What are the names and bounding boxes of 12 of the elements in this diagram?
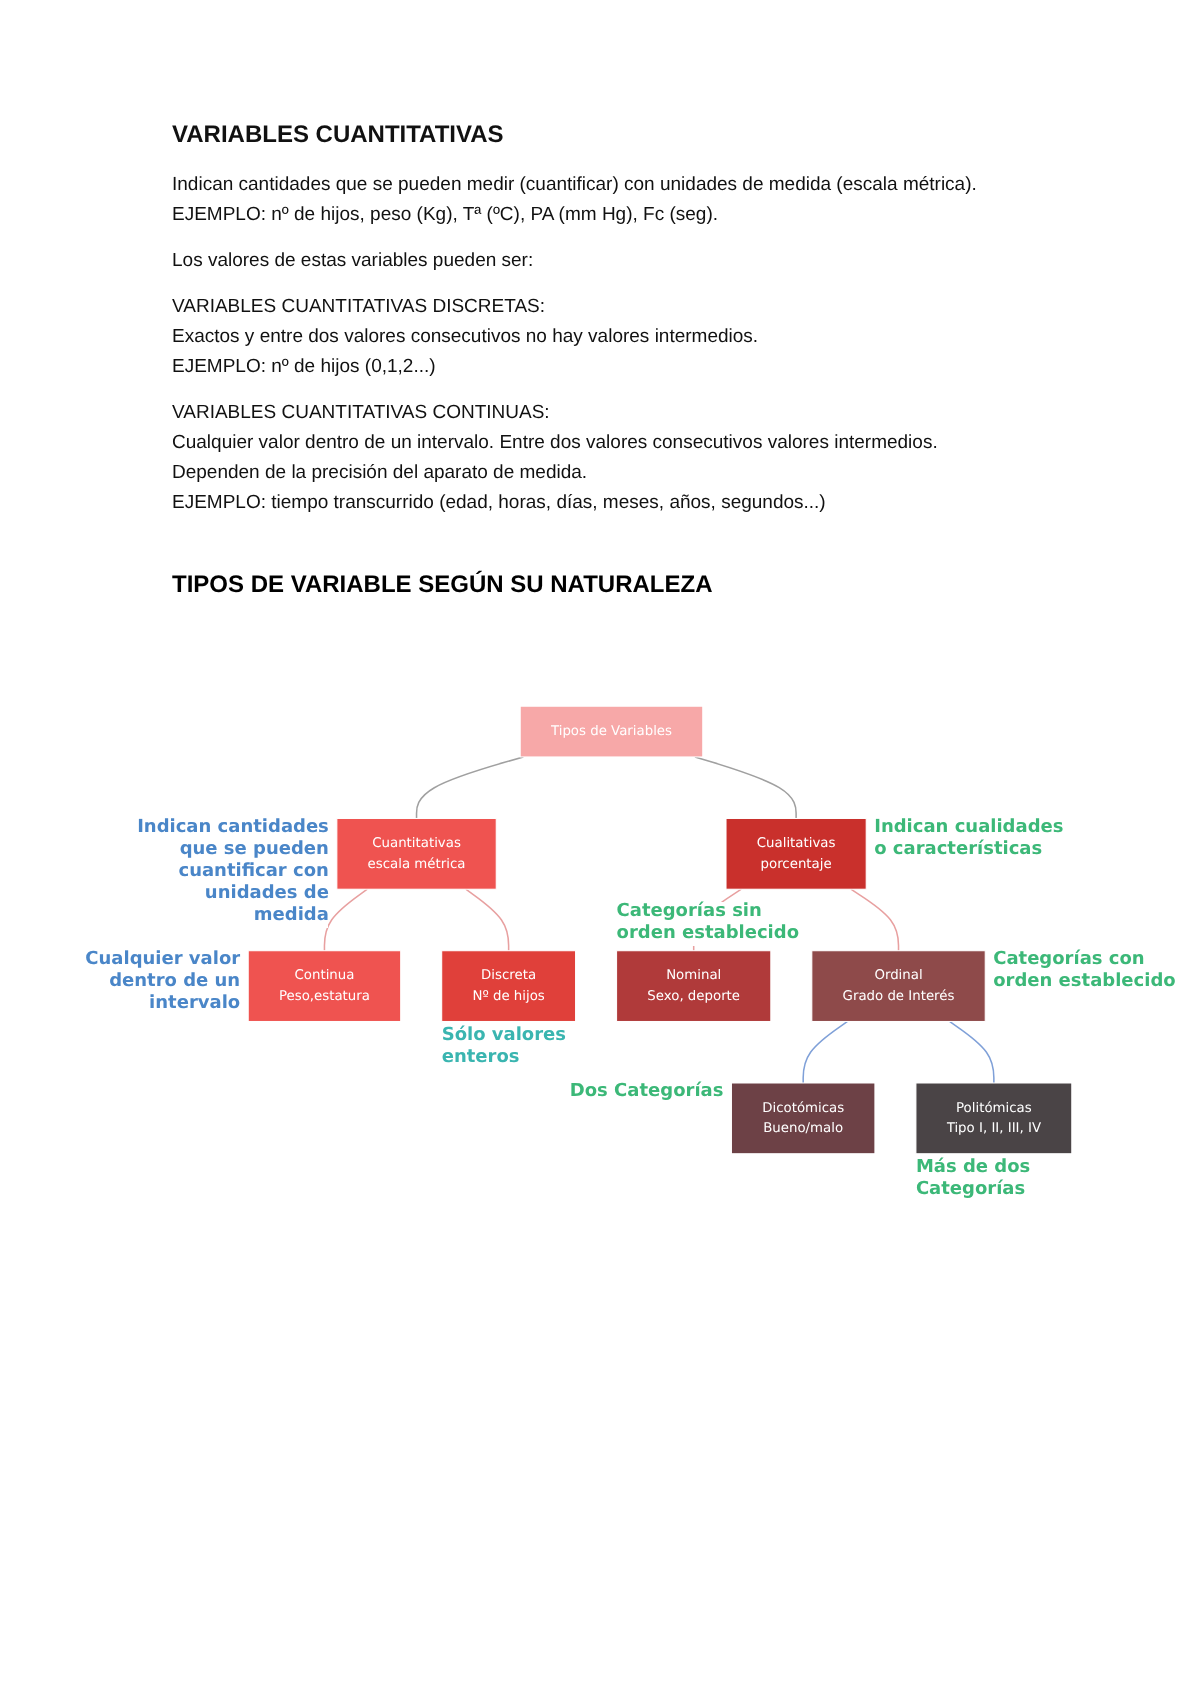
text-line: Cualquier valor dentro de un intervalo. Entre dos valores consecutivos valores intermedios. bbox=[172, 430, 940, 458]
text-line: VARIABLES CUANTITATIVAS DISCRETAS: bbox=[172, 294, 548, 322]
text-line: Dependen de la precisión del aparato de medida. bbox=[172, 460, 590, 488]
text-line: Exactos y entre dos valores consecutivos no hay valores intermedios. bbox=[172, 324, 761, 352]
text-line: EJEMPLO: nº de hijos, peso (Kg), Tª (ºC), PA (mm Hg), Fc (seg). bbox=[172, 202, 721, 230]
diagram-title: TIPOS DE VARIABLE SEGÚN SU NATURALEZA bbox=[172, 570, 715, 598]
text-line: EJEMPLO: tiempo transcurrido (edad, horas, días, meses, años, segundos...) bbox=[172, 490, 828, 518]
text-line: EJEMPLO: nº de hijos (0,1,2...) bbox=[172, 354, 438, 382]
text-line: VARIABLES CUANTITATIVAS CONTINUAS: bbox=[172, 400, 552, 428]
text-line: Indican cantidades que se pueden medir (cuantificar) con unidades de medida (escala métrica). bbox=[172, 172, 979, 200]
section-heading: VARIABLES CUANTITATIVAS bbox=[172, 120, 506, 150]
text-line: Los valores de estas variables pueden ser: bbox=[172, 248, 536, 276]
